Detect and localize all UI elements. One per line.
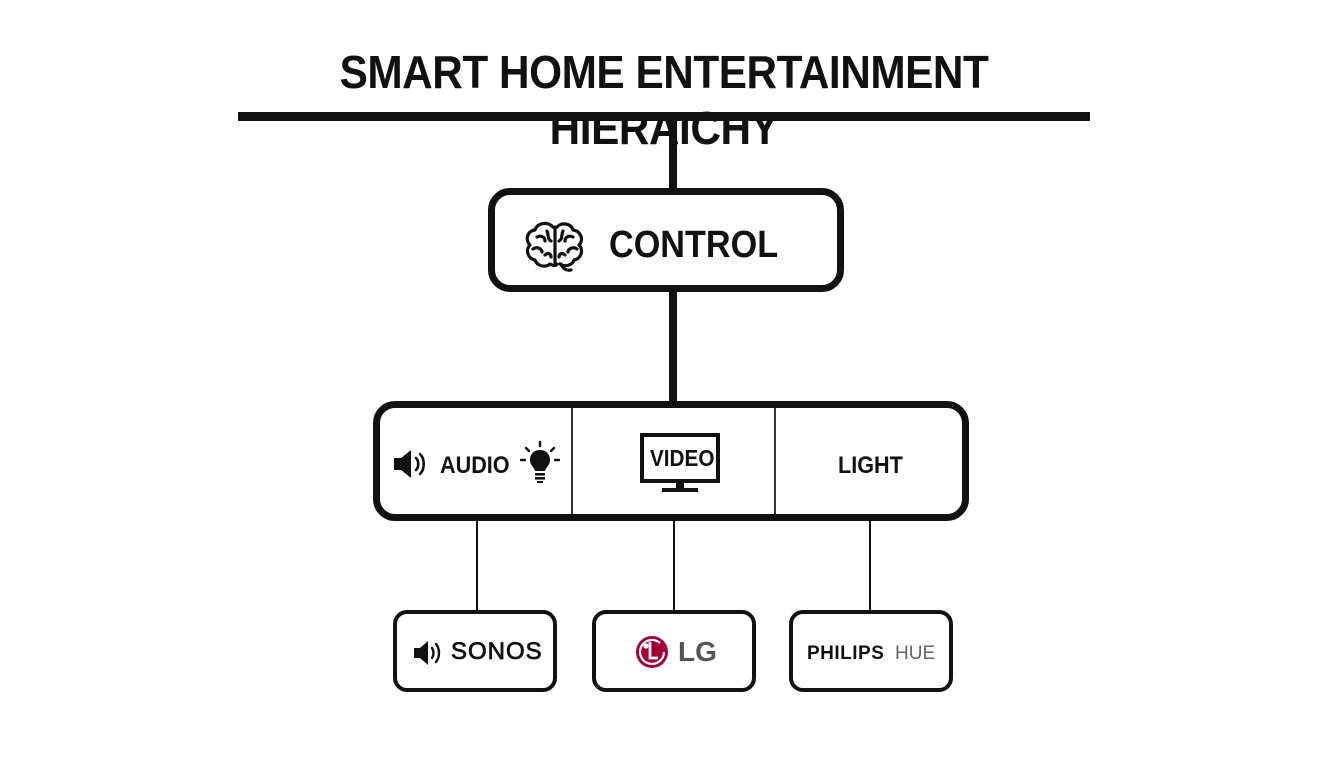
connector-video-lg <box>673 520 675 611</box>
brain-icon <box>523 219 587 280</box>
brand-lg-node: LG <box>592 610 756 692</box>
lg-logo-icon <box>634 634 670 675</box>
speaker-icon <box>392 448 430 485</box>
brand-lg-label: LG <box>678 636 717 667</box>
control-node: CONTROL <box>488 188 844 292</box>
brand-sonos-node: SONOS <box>393 610 557 692</box>
connector-light-philips <box>869 520 871 611</box>
connector-title-control <box>669 120 677 190</box>
brand-sonos-label: SONOS <box>451 638 543 666</box>
category-audio-label: AUDIO <box>440 452 510 479</box>
control-label: CONTROL <box>609 224 779 266</box>
tv-stand <box>676 483 684 489</box>
lightbulb-icon <box>519 440 561 489</box>
brand-hue-label: HUE <box>895 643 936 664</box>
tv-base <box>662 488 698 492</box>
categories-node: AUDIO VIDEO LIGHT <box>373 401 969 521</box>
category-divider <box>571 408 573 514</box>
speaker-icon <box>413 640 445 671</box>
connector-audio-sonos <box>476 520 478 611</box>
category-divider <box>774 408 776 514</box>
brand-philips-label: PHILIPS <box>807 643 885 664</box>
brand-philips-hue-node: PHILIPS HUE <box>789 610 953 692</box>
category-light-label: LIGHT <box>838 452 903 479</box>
tv-icon: VIDEO <box>640 433 720 483</box>
connector-control-categories <box>669 291 677 403</box>
diagram-title: SMART HOME ENTERTAINMENT HIERAICHY <box>339 46 989 154</box>
title-underline <box>238 112 1090 121</box>
category-video-label: VIDEO <box>650 445 715 471</box>
